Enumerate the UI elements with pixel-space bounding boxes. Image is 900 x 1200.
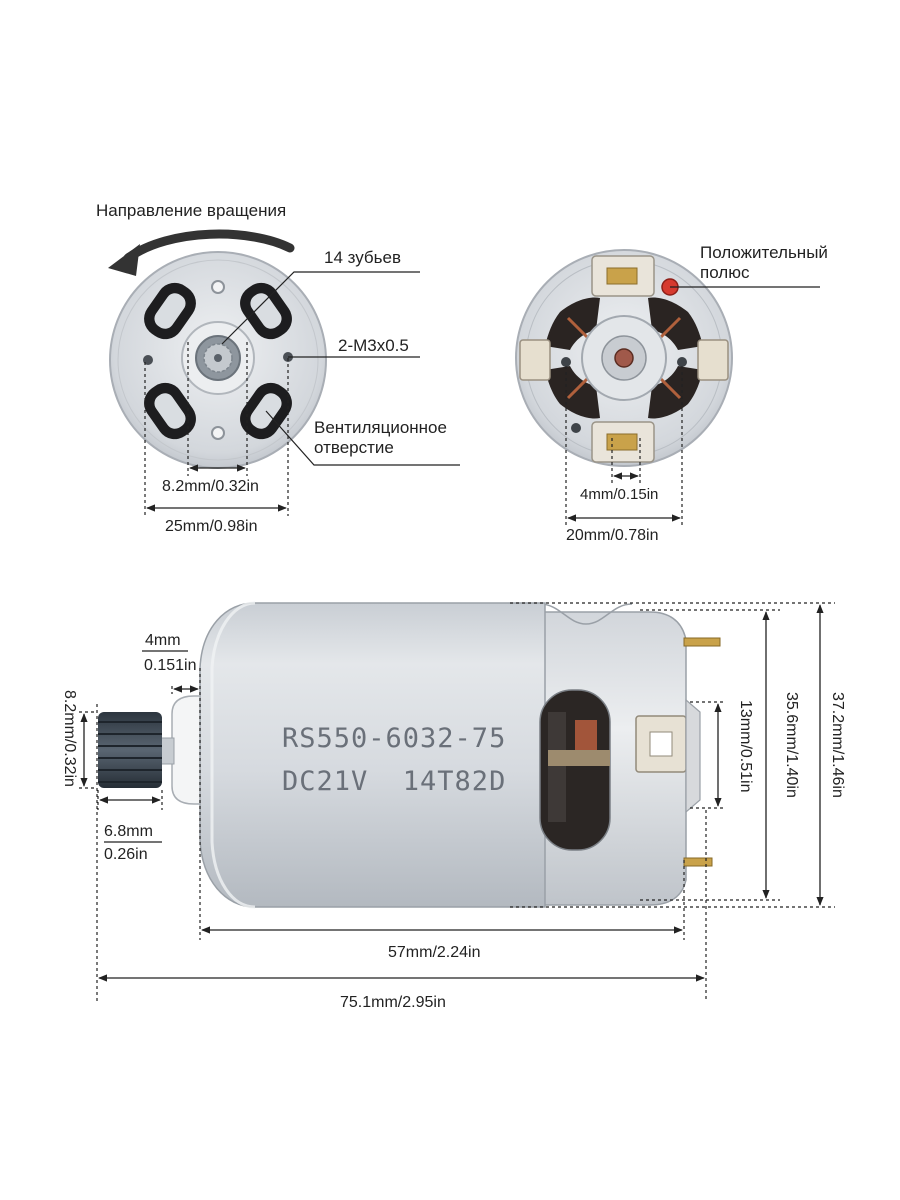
- positive-pole-label: Положительный полюс: [700, 243, 828, 283]
- gear-diameter-label: 8.2mm/0.32in: [61, 690, 78, 787]
- boss-length-in-label: 0.151in: [144, 657, 197, 674]
- screw-spec-label: 2-M3x0.5: [338, 336, 409, 355]
- window-height-label: 13mm/0.51in: [737, 700, 754, 793]
- rear-view: [515, 249, 820, 526]
- body-length-label: 57mm/2.24in: [388, 944, 481, 961]
- positive-pole-label-line1: Положительный: [700, 243, 828, 262]
- pinion-gear-side: [98, 712, 162, 788]
- terminal-tab-top: [683, 637, 721, 647]
- terminal-tab-bottom: [683, 857, 713, 867]
- rear-inner-dimension-label: 4mm/0.15in: [580, 486, 659, 503]
- vent-hole-label: Вентиляционное отверстие: [314, 418, 447, 458]
- gear-length-mm-label: 6.8mm: [104, 823, 153, 840]
- vent-hole-label-line1: Вентиляционное: [314, 418, 447, 437]
- body-diameter-label: 35.6mm/1.40in: [783, 692, 800, 798]
- mount-spacing-label: 25mm/0.98in: [165, 518, 258, 535]
- gear-length-in-label: 0.26in: [104, 846, 148, 863]
- total-length-label: 75.1mm/2.95in: [340, 994, 446, 1011]
- rotation-arrowhead-icon: [108, 244, 140, 276]
- max-diameter-label: 37.2mm/1.46in: [829, 692, 846, 798]
- rotation-direction-label: Направление вращения: [96, 201, 287, 220]
- positive-pole-label-line2: полюс: [700, 263, 750, 282]
- rear-outer-dimension-label: 20mm/0.78in: [566, 527, 659, 544]
- rotation-arrow-icon: [123, 229, 295, 263]
- side-view: RS550-6032-75 DC21V 14T82D: [76, 601, 835, 1002]
- rear-bearing: [614, 348, 634, 368]
- front-view: [108, 229, 460, 516]
- vent-hole-label-line2: отверстие: [314, 438, 394, 457]
- motor-body: [199, 602, 546, 908]
- rating-text: DC21V 14T82D: [282, 766, 506, 797]
- boss-length-mm-label: 4mm: [145, 632, 181, 649]
- teeth-count-label: 14 зубьев: [324, 248, 402, 267]
- shaft-dimension-label: 8.2mm/0.32in: [162, 478, 259, 495]
- front-boss: [171, 695, 201, 805]
- model-number-text: RS550-6032-75: [282, 723, 506, 754]
